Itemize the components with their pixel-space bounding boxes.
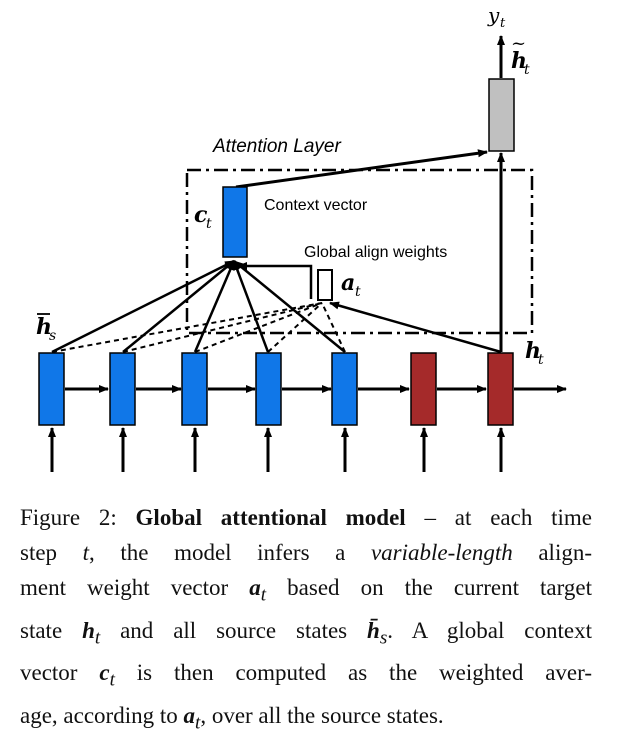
- input-arrows: [48, 427, 505, 472]
- alignment-score-lines: [51, 302, 346, 353]
- svg-text:t: t: [355, 284, 361, 300]
- decoder-state-2: [487, 352, 514, 426]
- encoder-state-1: [38, 352, 65, 426]
- caption-line-4: state ht and all source states h̄s. A gl…: [20, 617, 592, 649]
- svg-text:s: s: [49, 328, 56, 344]
- attention-layer-title: Attention Layer: [212, 136, 341, 157]
- encoder-state-2: [109, 352, 136, 426]
- svg-text:t: t: [206, 216, 212, 232]
- svg-text:h: h: [511, 48, 527, 74]
- ht-to-align-arrow: [329, 301, 502, 354]
- target-state-label: h t: [525, 338, 544, 368]
- svg-text:~: ~: [511, 33, 526, 54]
- svg-text:t: t: [500, 16, 506, 31]
- encoder-state-3: [181, 352, 208, 426]
- caption-line-1: Figure 2: Global attentional model – at …: [20, 505, 592, 530]
- attention-diagram: Attention Layer y t h t ~ c t Context ve…: [36, 3, 567, 472]
- context-vector-label: Context vector: [264, 197, 368, 214]
- caption-line-6: age, according to at, over all the sourc…: [20, 702, 444, 734]
- svg-text:h: h: [36, 314, 52, 340]
- align-weights-label: Global align weights: [304, 244, 447, 261]
- attentional-hidden-box: [488, 78, 515, 152]
- source-states-label: h s: [36, 313, 56, 344]
- align-weights-box: [317, 269, 333, 301]
- caption-line-2: step t, the model infers a variable-leng…: [20, 540, 592, 565]
- svg-text:y: y: [487, 3, 500, 27]
- encoder-state-4: [255, 352, 282, 426]
- decoder-state-1: [410, 352, 437, 426]
- figure-caption: Figure 2: Global attentional model – at …: [20, 500, 592, 740]
- align-weights-symbol: a t: [341, 270, 361, 300]
- align-to-context-arrow: [237, 262, 313, 299]
- context-vector-box: [222, 186, 248, 258]
- context-to-output-arrow: [235, 149, 488, 189]
- output-y-label: y t: [487, 3, 506, 31]
- context-vector-symbol: c t: [194, 202, 212, 232]
- svg-text:h: h: [525, 338, 541, 364]
- attentional-hidden-label: h t ~: [511, 33, 530, 78]
- svg-text:t: t: [524, 62, 530, 78]
- svg-text:t: t: [538, 352, 544, 368]
- encoder-state-5: [331, 352, 358, 426]
- svg-text:a: a: [341, 270, 355, 296]
- caption-line-5: vector ct is then computed as the weight…: [20, 660, 592, 691]
- context-weighting-lines: [51, 259, 346, 354]
- svg-text:c: c: [194, 202, 208, 228]
- caption-line-3: ment weight vector at based on the curre…: [20, 575, 592, 606]
